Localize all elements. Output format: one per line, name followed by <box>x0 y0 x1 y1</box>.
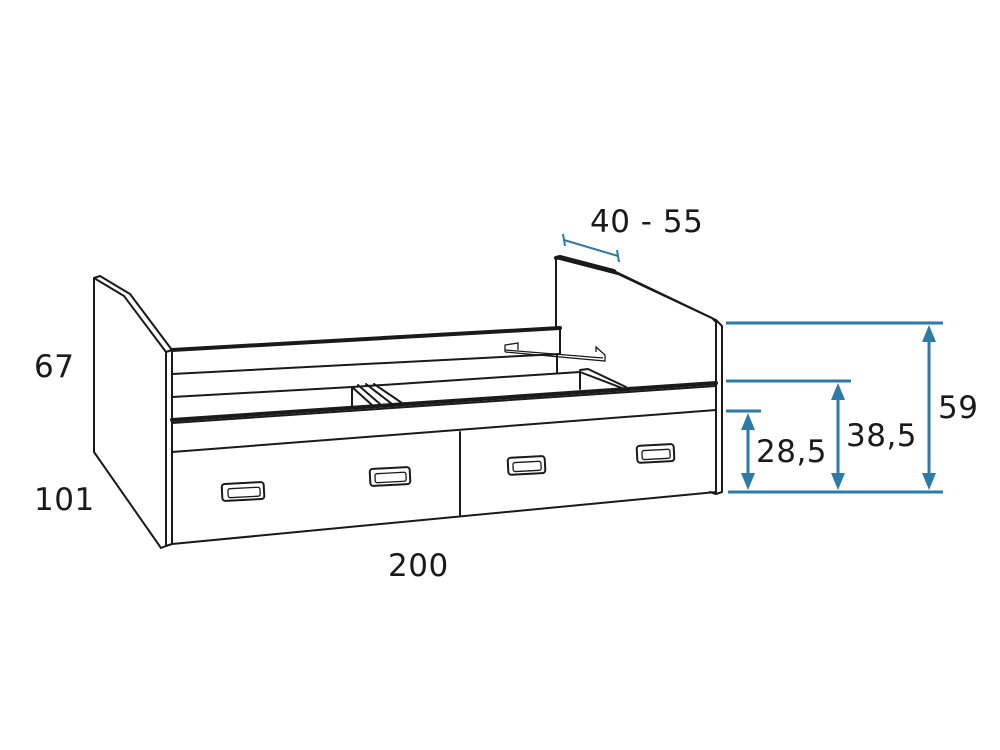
mattress-dimension-line <box>562 233 620 263</box>
headboard-height-label: 67 <box>34 349 75 385</box>
right-headboard-panel <box>554 254 723 495</box>
inner-frame <box>171 368 627 409</box>
drawer-handle <box>506 455 547 476</box>
back-rail <box>170 326 562 375</box>
slat-bracket <box>504 342 606 373</box>
length-label: 200 <box>388 548 449 584</box>
left-headboard-panel <box>93 275 173 549</box>
height-dimension-lines <box>726 321 943 494</box>
drawer-top-height-label: 28,5 <box>756 434 828 470</box>
frame-top-height-label: 38,5 <box>846 418 918 454</box>
drawer-handle <box>368 466 412 487</box>
drawers <box>171 431 717 545</box>
total-height-label: 59 <box>938 390 979 426</box>
drawer-handle <box>635 443 676 464</box>
drawer-handle <box>220 481 266 502</box>
front-rail <box>170 381 718 453</box>
mattress-thickness-label: 40 - 55 <box>590 204 704 240</box>
depth-label: 101 <box>34 482 95 518</box>
